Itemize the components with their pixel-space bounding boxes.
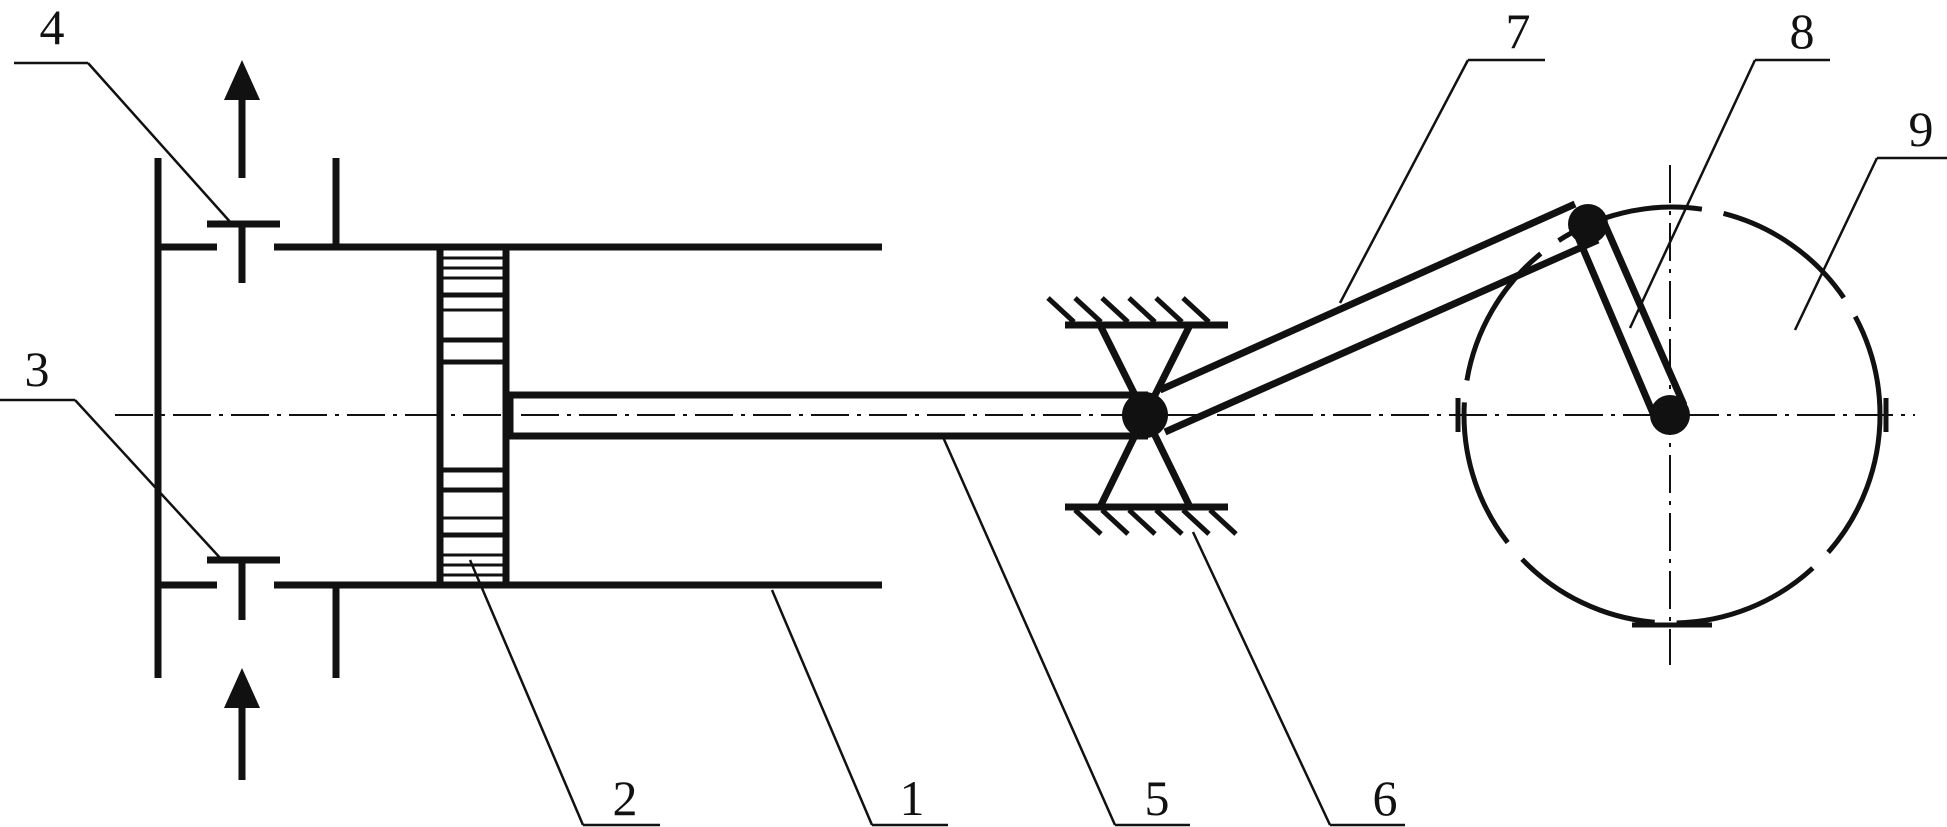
crank-circle [1461, 204, 1883, 626]
piston [436, 247, 510, 585]
label-cylinder: 1 [900, 770, 925, 826]
cylinder [154, 158, 882, 678]
piston-rod [506, 391, 1148, 440]
outlet-flow-arrow [224, 60, 260, 178]
label-crank: 8 [1790, 3, 1815, 59]
outlet-valve [207, 220, 280, 283]
crank-pin [1568, 204, 1608, 244]
label-crank-circle: 9 [1909, 101, 1934, 157]
piston-rings [440, 256, 506, 577]
inlet-valve [207, 556, 280, 620]
label-outlet-valve: 4 [40, 0, 65, 55]
label-piston-rod: 5 [1145, 770, 1170, 826]
crosshead-pin [1122, 392, 1168, 438]
leader-lines [0, 58, 1947, 827]
label-crosshead-guide: 6 [1373, 770, 1398, 826]
label-inlet-valve: 3 [25, 341, 50, 397]
crosshead-guide [1046, 296, 1238, 536]
label-piston: 2 [613, 770, 638, 826]
inlet-flow-arrow [224, 668, 260, 780]
crank [1571, 216, 1688, 420]
label-connecting-rod: 7 [1506, 3, 1531, 59]
connecting-rod [1158, 200, 1600, 436]
crankshaft-center [1650, 395, 1690, 435]
